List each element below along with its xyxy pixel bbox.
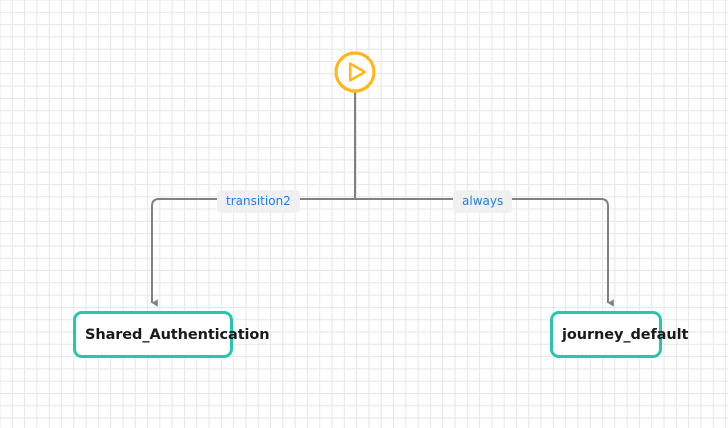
node-label: Shared_Authentication	[85, 326, 270, 343]
edge-label-transition2[interactable]: transition2	[217, 190, 300, 213]
node-label: journey_default	[562, 326, 689, 343]
node-shared-authentication[interactable]: Shared_Authentication	[73, 311, 270, 358]
play-circle-icon	[334, 51, 376, 93]
edge-label-always[interactable]: always	[453, 190, 513, 213]
start-node[interactable]	[334, 51, 376, 93]
edge-always-path	[355, 198, 614, 307]
edge-transition2-path	[151, 198, 355, 307]
node-journey-default[interactable]: journey_default	[550, 311, 688, 358]
